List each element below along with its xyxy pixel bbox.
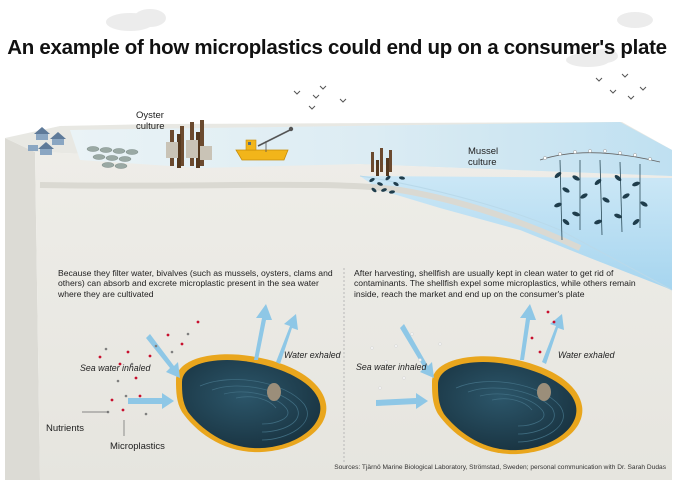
mussel-culture-ropes [539,149,661,241]
right-text-line2: contaminants. The shellfish expel some m… [354,278,636,289]
right-water-inhaled-label: Sea water inhaled [356,362,427,372]
right-water-exhaled-label: Water exhaled [558,350,615,360]
mussel-posts-middle [369,148,405,194]
left-text-line3: where they are cultivated [58,288,154,299]
left-text-line2: others) can absorb and excrete microplas… [58,278,319,289]
right-text-line1: After harvesting, shellfish are usually … [354,268,614,278]
left-microplastics [82,320,200,436]
left-panel-text: Because they filter water, bivalves (suc… [58,268,333,299]
right-arrows [376,304,564,409]
oyster-culture-label: Oyster culture [136,110,165,132]
mussel-label-line1: Mussel [468,146,499,157]
oyster-baskets [86,146,139,169]
sea-surface [70,122,672,176]
right-text-line3: inside, reach the market and end up on t… [354,288,585,299]
right-microplastics [370,310,556,390]
oyster-label-line2: culture [136,121,165,132]
mussel-left [176,354,327,453]
birds [293,73,647,110]
houses [28,127,66,155]
left-water-inhaled-label: Sea water inhaled [80,363,151,373]
deep-water [360,176,672,290]
boat [235,126,294,161]
oyster-label-line1: Oyster [136,110,164,121]
microplastics-label: Microplastics [110,441,165,452]
mussel-right [432,356,583,455]
left-water-exhaled-label: Water exhaled [284,350,341,360]
sources-credit: Sources: Tjärnö Marine Biological Labora… [334,464,666,471]
mussel-label-line2: culture [468,157,497,168]
nutrients-label: Nutrients [46,423,85,434]
clouds [106,9,653,67]
left-text-line1: Because they filter water, bivalves (suc… [58,268,333,278]
page-title: An example of how microplastics could en… [7,36,667,59]
right-panel-text: After harvesting, shellfish are usually … [354,268,636,299]
oyster-culture-posts [166,120,212,168]
left-arrows [128,304,298,409]
mussel-culture-label: Mussel culture [468,146,498,168]
seabed-cross-section [5,138,40,480]
